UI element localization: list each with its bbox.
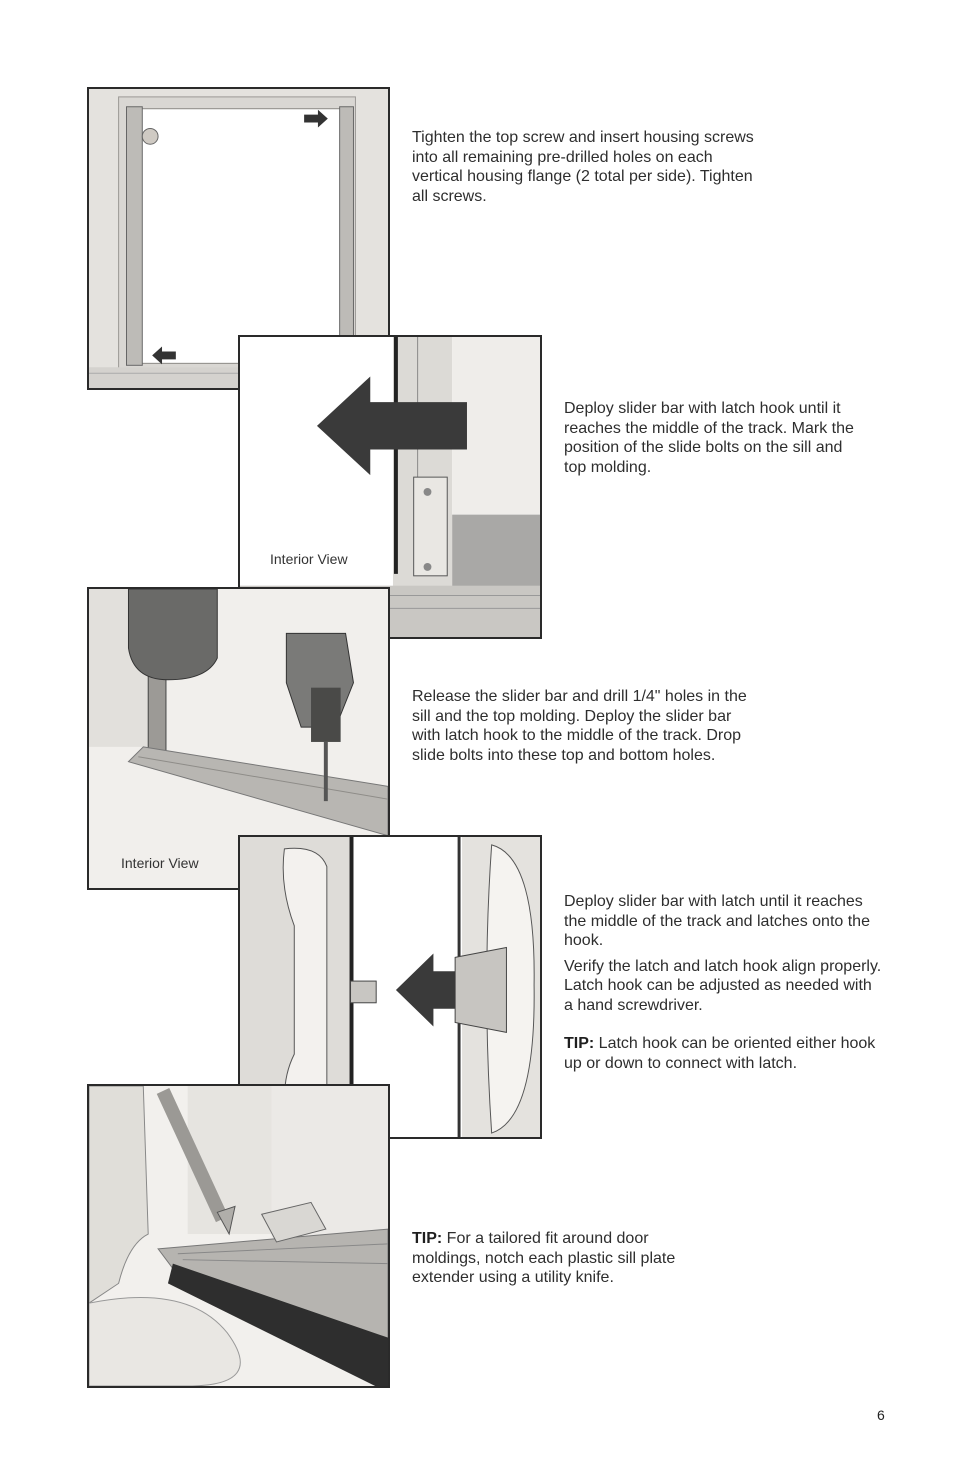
tip-label-2: TIP: bbox=[412, 1230, 442, 1247]
step-4-tip: TIP: Latch hook can be oriented either h… bbox=[564, 1034, 884, 1073]
illustration-sill-plate-notching bbox=[87, 1084, 390, 1388]
step-4-verify-text: Verify the latch and latch hook align pr… bbox=[564, 957, 884, 1016]
tip-label: TIP: bbox=[564, 1035, 594, 1052]
step-2-text: Deploy slider bar with latch hook until … bbox=[564, 399, 864, 477]
step-1-text: Tighten the top screw and insert housing… bbox=[412, 128, 762, 206]
page-number: 6 bbox=[877, 1407, 885, 1423]
interior-view-caption: Interior View bbox=[270, 551, 348, 567]
tip-text-2: For a tailored fit around door moldings,… bbox=[412, 1230, 675, 1286]
interior-view-caption-2: Interior View bbox=[121, 855, 199, 871]
step-3-text: Release the slider bar and drill 1/4" ho… bbox=[412, 687, 752, 765]
step-5-text: TIP: For a tailored fit around door mold… bbox=[412, 1229, 712, 1288]
step-4-text: Deploy slider bar with latch until it re… bbox=[564, 892, 884, 1073]
tip-text: Latch hook can be oriented either hook u… bbox=[564, 1035, 875, 1072]
step-5-tip: TIP: For a tailored fit around door mold… bbox=[412, 1229, 712, 1288]
